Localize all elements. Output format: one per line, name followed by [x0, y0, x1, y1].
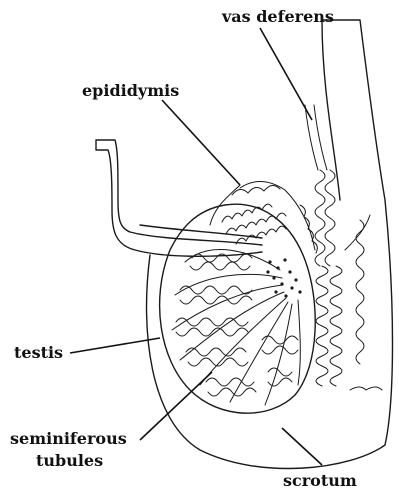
label-scrotum: scrotum — [283, 471, 357, 490]
label-seminiferous: seminiferous — [10, 429, 127, 448]
label-epididymis: epididymis — [82, 81, 179, 100]
leader-vas-deferens — [260, 28, 312, 120]
leader-scrotum — [282, 428, 322, 465]
label-testis: testis — [14, 343, 63, 362]
label-vas-deferens: vas deferens — [221, 7, 334, 26]
testis-septa — [172, 250, 300, 405]
leader-seminiferous — [140, 372, 212, 440]
leader-epididymis — [162, 100, 240, 185]
scrotum-outline — [147, 20, 393, 469]
spermatic-vessels — [96, 140, 262, 256]
label-tubules: tubules — [36, 451, 103, 470]
leader-testis — [70, 338, 160, 353]
vas-deferens — [305, 105, 382, 390]
seminiferous-tubules — [176, 254, 298, 396]
